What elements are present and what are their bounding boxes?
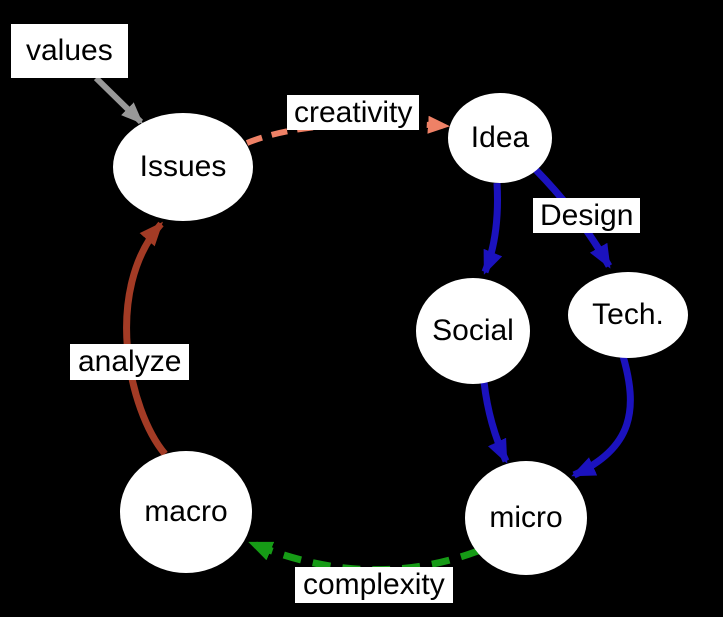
- node-idea: [448, 93, 552, 183]
- node-label-micro: micro: [489, 501, 563, 534]
- edge-social-to-micro: [480, 381, 510, 464]
- edge-label-design: Design: [533, 198, 641, 233]
- node-social: [416, 278, 530, 384]
- edge-micro-to-macro: [248, 539, 480, 574]
- edge-label-values: values: [11, 24, 128, 78]
- edge-macro-to-issues: [123, 221, 168, 457]
- node-label-issues: Issues: [139, 150, 227, 183]
- node-macro: [120, 451, 252, 573]
- edge-label-creativity: creativity: [287, 95, 420, 130]
- node-tech: [568, 272, 688, 358]
- node-label-idea: Idea: [470, 121, 530, 154]
- node-label-tech: Tech.: [592, 298, 664, 331]
- node-label-macro: macro: [144, 495, 228, 528]
- edge-label-analyze: analyze: [70, 344, 190, 380]
- edge-idea-to-social: [481, 182, 503, 275]
- node-layer: [113, 93, 688, 575]
- node-micro: [465, 461, 587, 575]
- edge-tech-to-micro: [571, 355, 634, 479]
- edge-label-complexity: complexity: [295, 567, 453, 603]
- edge-values-to-issues: [93, 75, 144, 125]
- node-label-social: Social: [432, 314, 514, 347]
- node-issues: [113, 113, 253, 221]
